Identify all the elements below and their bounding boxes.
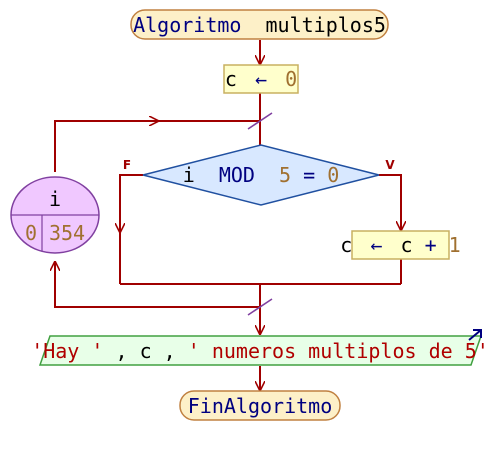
true-branch-label: V (385, 158, 395, 172)
cond-op: MOD (219, 163, 255, 187)
loop-connector-top (247, 112, 273, 130)
algorithm-name: multiplos5 (266, 13, 386, 37)
flow-loop-top-return (54, 120, 260, 172)
init-arrow: ← (255, 67, 267, 91)
inc-var: c (340, 233, 352, 257)
output-arrow-icon (468, 329, 482, 341)
increment-assignment[interactable]: c ← c + 1 (340, 230, 461, 260)
loop-from: 0 (25, 221, 37, 245)
output-statement[interactable]: 'Hay ' , c , ' numeros multiplos de 5' (31, 335, 486, 366)
start-terminal[interactable]: Algoritmo multiplos5 (130, 9, 389, 40)
cond-eq: = (303, 163, 315, 187)
output-var: c (140, 339, 152, 363)
decision-condition: i MOD 5 = 0 (183, 163, 340, 187)
loop-var: i (49, 187, 61, 211)
end-terminal[interactable]: FinAlgoritmo (179, 390, 341, 421)
flow-false-branch (119, 174, 143, 284)
init-assignment-text: c ← 0 (225, 67, 297, 91)
flow-true-branch (379, 174, 401, 230)
output-comma-2: , (164, 339, 176, 363)
flow-lines (55, 40, 401, 390)
for-loop-node[interactable]: i 0 354 (10, 176, 100, 254)
loop-to: 354 (49, 221, 85, 245)
decision-diamond[interactable]: i MOD 5 = 0 (142, 144, 380, 206)
init-assignment[interactable]: c ← 0 (223, 64, 299, 94)
start-text: Algoritmo multiplos5 (133, 13, 386, 37)
end-keyword: FinAlgoritmo (188, 394, 333, 418)
output-string-2: ' numeros multiplos de 5' (188, 339, 486, 363)
start-keyword: Algoritmo (133, 13, 241, 37)
cond-number: 5 (279, 163, 291, 187)
flow-loop-bottom (55, 262, 260, 308)
inc-plus: + (425, 233, 437, 257)
inc-arrow: ← (370, 233, 382, 257)
increment-text: c ← c + 1 (340, 233, 460, 257)
init-value: 0 (285, 67, 297, 91)
output-comma-1: , (115, 339, 127, 363)
init-var: c (225, 67, 237, 91)
loop-connector-bottom (247, 298, 273, 316)
inc-one: 1 (449, 233, 461, 257)
cond-var: i (183, 163, 195, 187)
cond-zero: 0 (327, 163, 339, 187)
inc-expr-var: c (400, 233, 412, 257)
output-text: 'Hay ' , c , ' numeros multiplos de 5' (31, 339, 486, 363)
false-branch-label: F (123, 158, 131, 172)
output-string-1: 'Hay ' (31, 339, 103, 363)
